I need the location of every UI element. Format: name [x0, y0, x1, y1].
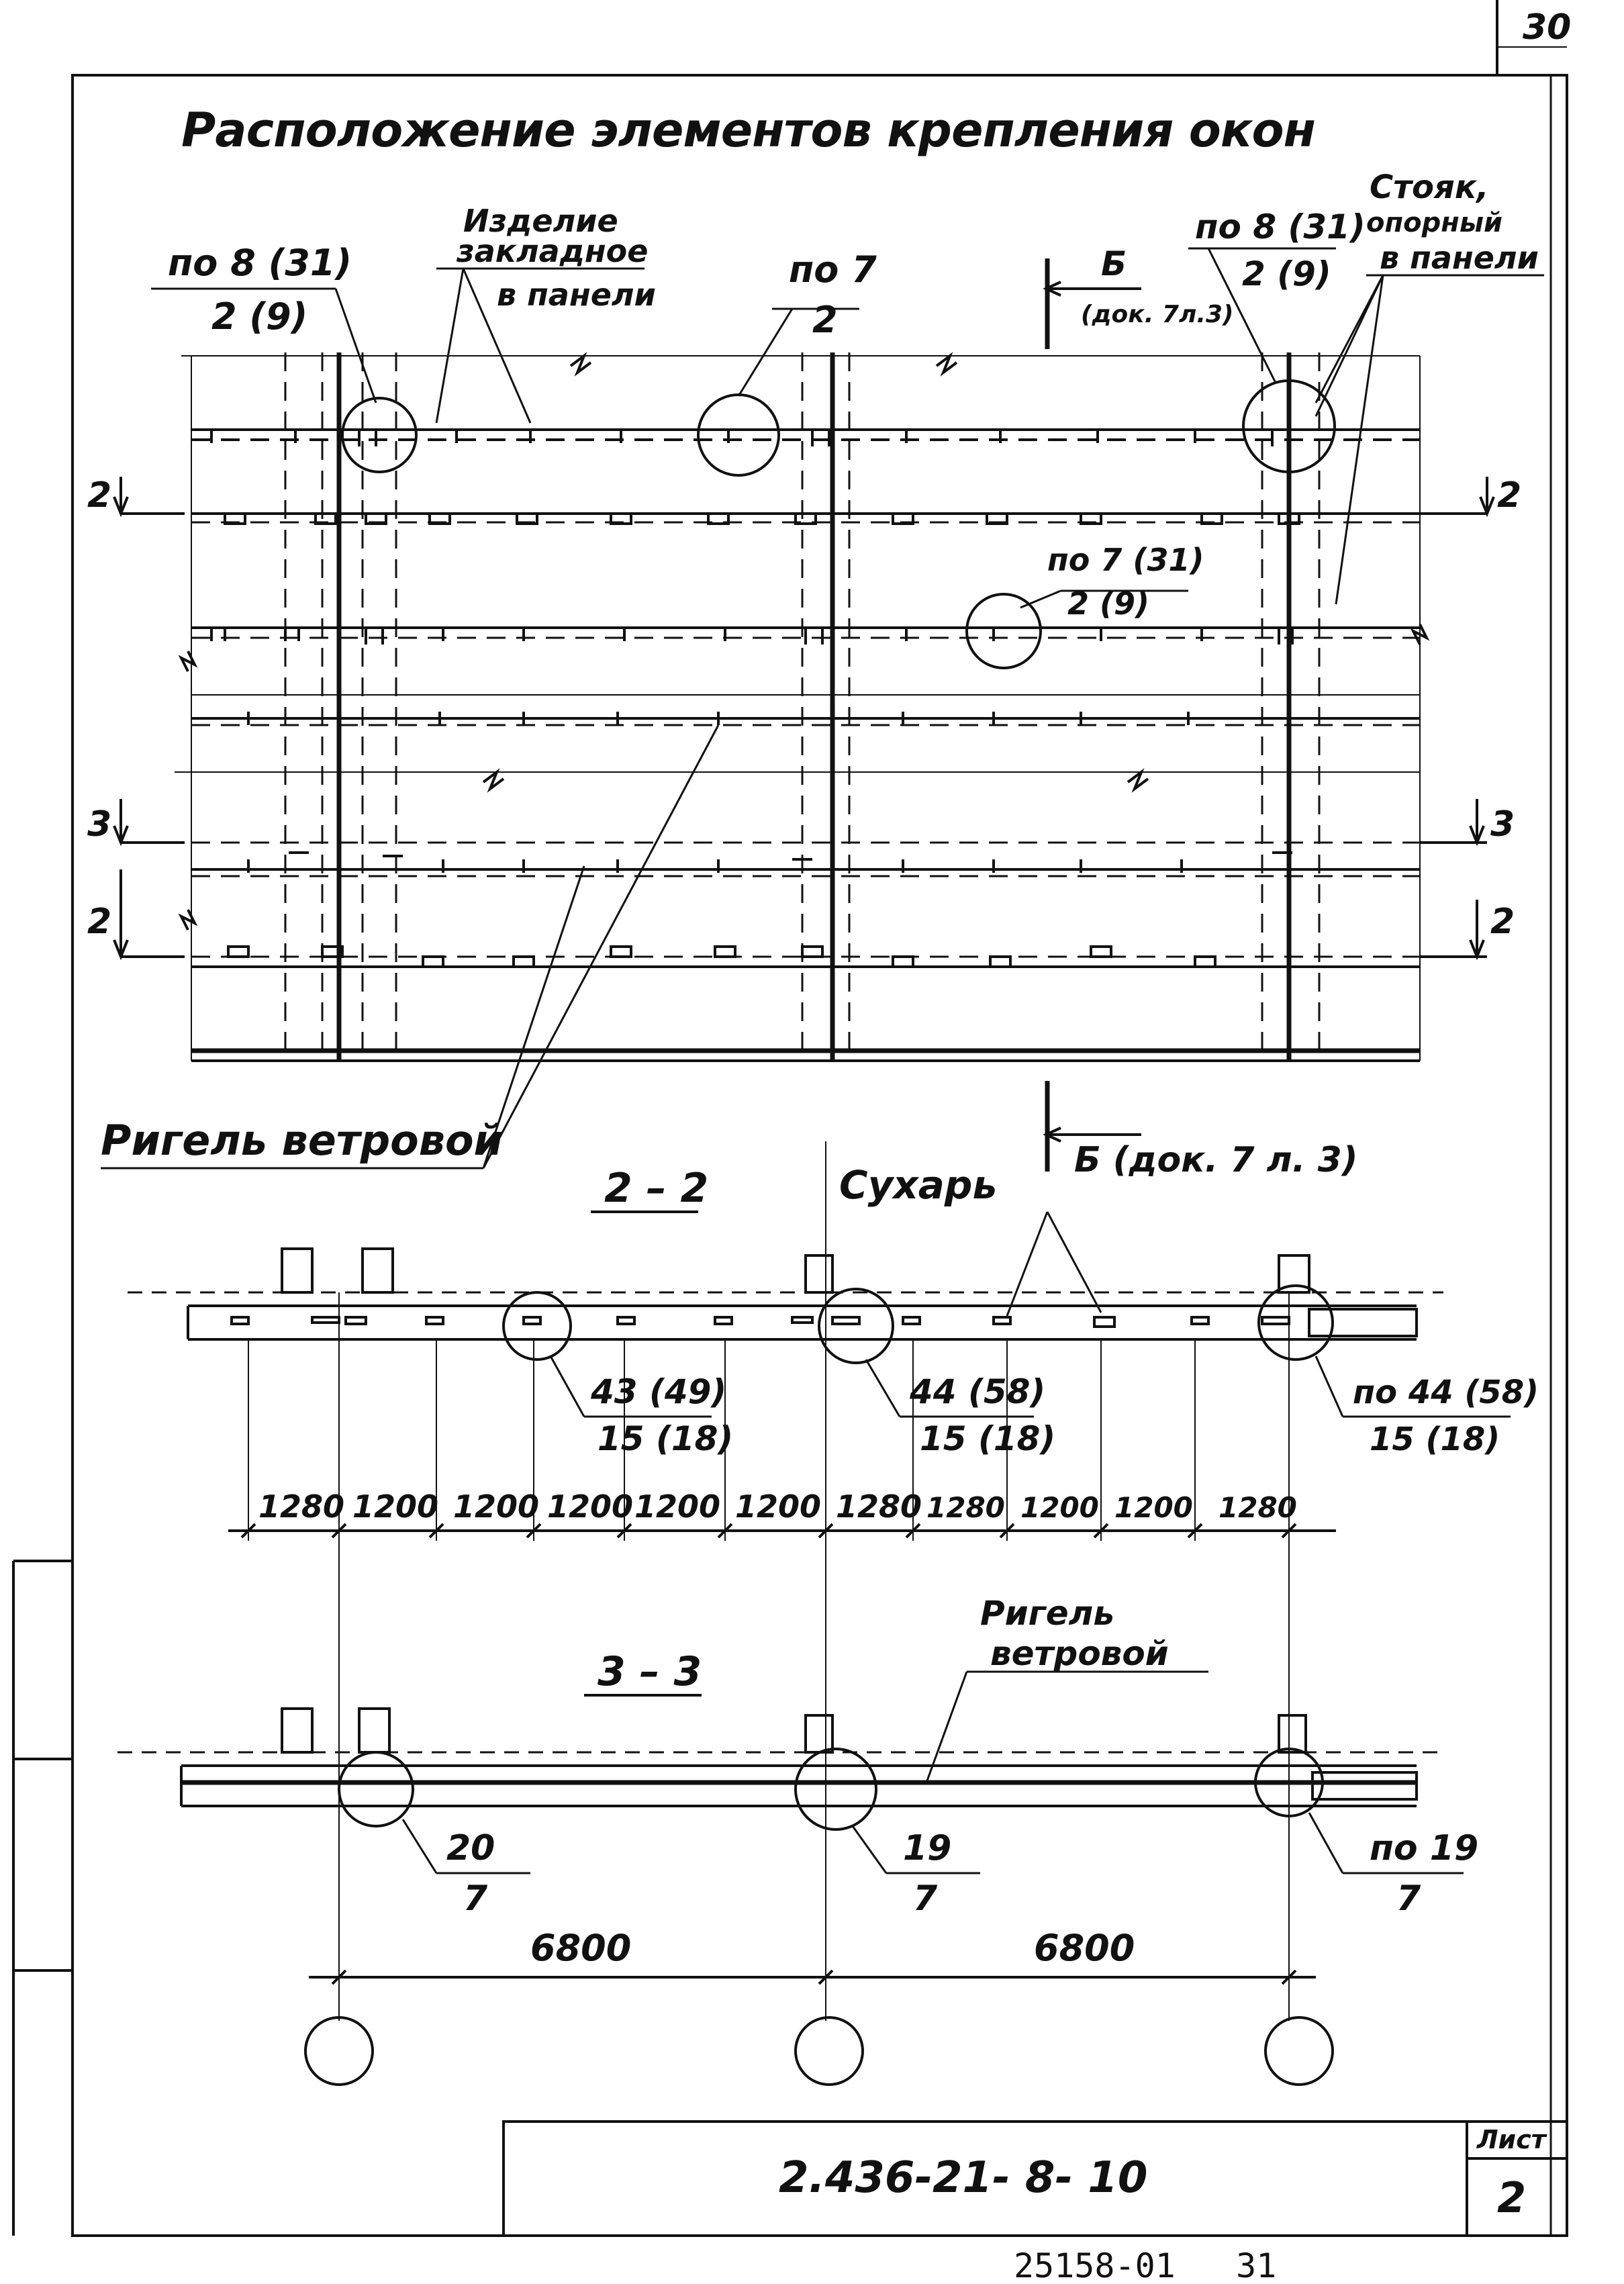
- callout-22-1-top: 43 (49): [590, 1372, 726, 1411]
- cut-3-left: 3: [87, 804, 111, 845]
- callout-33-2-bottom: 7: [913, 1878, 938, 1919]
- dim-3: 1200: [453, 1488, 539, 1525]
- section-22-drawing: [128, 1141, 1511, 2021]
- callout-22-1-bottom: 15 (18): [598, 1419, 733, 1458]
- detail-circle-tl: [341, 397, 418, 473]
- callout-33-1-bottom: 7: [463, 1878, 488, 1919]
- section-marker-b-top: [1043, 258, 1141, 349]
- label-embedded-line3: в панели: [497, 277, 656, 313]
- section-b-top-ref: (док. 7л.3): [1081, 301, 1234, 328]
- label-tl-bottom: 2 (9): [211, 295, 307, 338]
- label-stand-line2: опорный: [1366, 207, 1502, 238]
- label-center-top: по 7 (31): [1047, 542, 1204, 578]
- section-33-title: 3 – 3: [598, 1648, 702, 1695]
- label-tr-top: по 8 (31): [1195, 207, 1366, 246]
- title-block: [502, 2120, 1568, 2237]
- label-stand: Стояк, опорный в панели: [1366, 169, 1539, 276]
- section-33-drawing: [117, 1670, 1464, 2086]
- callout-22-3-top: по 44 (58): [1353, 1374, 1539, 1411]
- dim-9: 1200: [1020, 1491, 1099, 1524]
- corner-sheet-number: 30: [1523, 7, 1571, 48]
- label-tr-bottom: 2 (9): [1242, 254, 1331, 293]
- fixings-row-6: [227, 945, 1216, 968]
- dim-33-left: 6800: [530, 1927, 631, 1969]
- dim-10: 1200: [1114, 1491, 1193, 1524]
- cut-2-right-lower: 2: [1490, 902, 1515, 942]
- dim-4: 1200: [547, 1488, 633, 1525]
- detail-circle-mid: [697, 393, 780, 477]
- fixings-row-4: [247, 712, 1296, 725]
- fixings-row-2: [224, 512, 1300, 525]
- sheet-value: 2: [1497, 2173, 1526, 2222]
- callout-33-1-top: 20: [446, 1828, 495, 1868]
- dimension-chain-22: 1280 1200 1200 1200 1200 1200 1280 1280 …: [258, 1488, 1297, 1525]
- label-center-bottom: 2 (9): [1067, 585, 1149, 622]
- dim-8: 1280: [926, 1491, 1005, 1524]
- dim-7: 1280: [836, 1488, 922, 1525]
- label-stand-line1: Стояк,: [1370, 169, 1489, 206]
- label-rigel-33-line2: ветровой: [990, 1634, 1169, 1673]
- label-rigel-plan: Ригель ветровой: [101, 1116, 503, 1165]
- section-b-top-letter: Б: [1101, 244, 1127, 283]
- cut-2-left-lower: 2: [87, 902, 111, 942]
- section-marker-b-bottom: [1043, 1081, 1141, 1172]
- plan-view: [175, 352, 1430, 1062]
- label-embedded-line1: Изделие: [463, 203, 618, 239]
- label-mid-bottom: 2: [812, 299, 838, 341]
- cut-markers: [113, 477, 1495, 961]
- callout-22-2-top: 44 (58): [909, 1372, 1045, 1411]
- sheet-label: Лист: [1476, 2125, 1547, 2154]
- section-b-bottom-label: Б (док. 7 л. 3): [1074, 1140, 1358, 1180]
- dim-1: 1280: [258, 1488, 344, 1525]
- label-rigel-33-line1: Ригель: [980, 1594, 1114, 1633]
- label-stand-line3: в панели: [1380, 240, 1539, 276]
- dim-5: 1200: [634, 1488, 720, 1525]
- dim-33-right: 6800: [1034, 1927, 1135, 1969]
- callout-22-3-bottom: 15 (18): [1370, 1421, 1500, 1458]
- label-embedded-item: Изделие закладное в панели: [456, 203, 656, 313]
- label-embedded-line2: закладное: [456, 233, 648, 269]
- drawing-title: Расположение элементов крепления окон: [181, 103, 1316, 158]
- plan-leaders: [101, 247, 1544, 1170]
- inventory-number: 25158-01 31: [1014, 2246, 1276, 2284]
- cut-3-right: 3: [1490, 804, 1515, 845]
- label-tl-top: по 8 (31): [168, 242, 352, 284]
- cut-2-right: 2: [1497, 475, 1521, 516]
- detail-circle-tr: [1242, 379, 1336, 473]
- dim-11: 1280: [1219, 1491, 1297, 1524]
- dim-2: 1200: [352, 1488, 438, 1525]
- fixings-row-1: [201, 428, 1299, 446]
- doc-code: 2.436-21- 8- 10: [779, 2153, 1147, 2203]
- detail-circle-center: [965, 593, 1042, 669]
- callout-33-3-top: по 19: [1370, 1828, 1478, 1868]
- cut-2-left: 2: [87, 475, 111, 516]
- fixings-row-3: [201, 626, 1306, 645]
- callout-33-2-top: 19: [903, 1828, 951, 1868]
- label-sukhar: Сухарь: [839, 1162, 997, 1208]
- callout-33-3-bottom: 7: [1396, 1878, 1421, 1919]
- section-22-title: 2 – 2: [604, 1165, 708, 1212]
- dim-6: 1200: [735, 1488, 821, 1525]
- callout-22-2-bottom: 15 (18): [920, 1419, 1055, 1458]
- fixings-row-5: [247, 851, 1292, 873]
- label-mid-top: по 7: [789, 248, 877, 291]
